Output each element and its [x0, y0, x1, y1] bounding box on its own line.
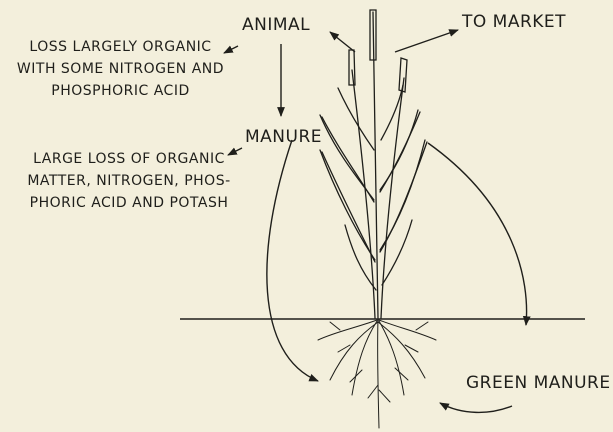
label-manure: MANURE — [245, 127, 322, 147]
arrow-plant-to-animal — [330, 32, 355, 52]
note-manure-loss: LARGE LOSS OF ORGANIC MATTER, NITROGEN, … — [6, 148, 252, 214]
plant-shoot — [320, 10, 427, 318]
arrow-plant-to-market — [395, 30, 458, 52]
label-to-market: TO MARKET — [462, 12, 566, 32]
label-green-manure: GREEN MANURE — [466, 373, 611, 393]
label-animal: ANIMAL — [242, 15, 310, 35]
arrow-green-manure-to-soil — [440, 403, 512, 412]
arrow-plant-to-green-manure — [428, 143, 527, 325]
note-animal-loss: LOSS LARGELY ORGANIC WITH SOME NITROGEN … — [8, 36, 233, 102]
arrow-manure-to-soil — [267, 140, 318, 381]
plant-roots — [318, 319, 436, 428]
